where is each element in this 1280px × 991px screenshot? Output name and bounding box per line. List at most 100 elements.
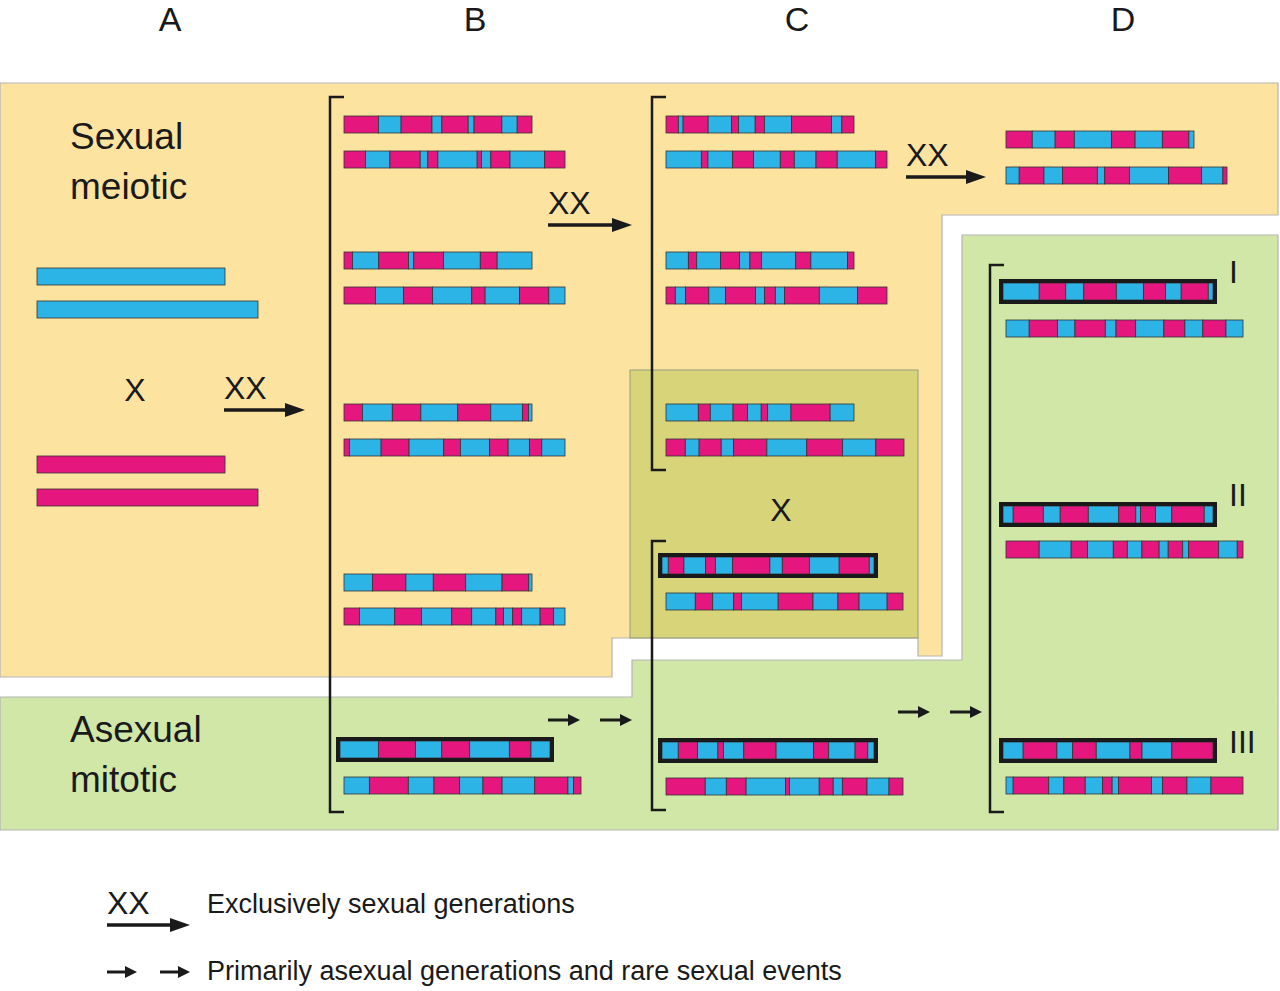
chromosome-segment — [369, 777, 408, 794]
chromosome-segment — [1208, 283, 1213, 300]
chromosome-segment — [1116, 283, 1143, 300]
chromosome-segment — [472, 608, 496, 625]
chromosome-segment — [1013, 506, 1043, 523]
chromosome-segment — [344, 439, 349, 456]
chromosome-segment — [811, 252, 848, 269]
chromosome-segment — [540, 608, 554, 625]
chromosome-segment — [744, 742, 776, 759]
chromosome-segment — [867, 778, 889, 795]
lineage-number: III — [1229, 726, 1256, 758]
chromosome-segment — [662, 742, 678, 759]
chromosome-segment — [491, 151, 510, 168]
chromosome-segment — [1055, 131, 1074, 148]
chromosome-segment — [1013, 777, 1049, 794]
chromosome-segment — [37, 268, 225, 285]
column-letter: A — [159, 2, 182, 36]
chromosome-segment — [531, 741, 550, 758]
chromosome-segment — [502, 116, 517, 133]
chromosome-segment — [381, 439, 409, 456]
chromosome-segment — [403, 287, 432, 304]
chromosome-segment — [1142, 742, 1172, 759]
chromosome-segment — [764, 116, 791, 133]
sexual-arrow — [224, 408, 287, 412]
chromosome — [344, 404, 532, 421]
chromosome-segment — [705, 557, 715, 574]
chromosome-segment — [761, 252, 795, 269]
chromosome-segment — [1006, 320, 1029, 337]
chromosome — [1006, 777, 1243, 794]
chromosome-segment — [1129, 167, 1168, 184]
chromosome-segment — [688, 252, 696, 269]
sexual-arrow — [548, 223, 614, 227]
chromosome-segment — [733, 557, 770, 574]
generation-mark: XX — [906, 139, 949, 171]
chromosome-segment — [1130, 742, 1142, 759]
chromosome-outline — [1001, 281, 1215, 302]
chromosome-segment — [666, 252, 688, 269]
chromosome — [1006, 541, 1243, 558]
chromosome-segment — [523, 404, 529, 421]
chromosome-segment — [438, 151, 477, 168]
chromosome-segment — [442, 116, 468, 133]
chromosome-segment — [683, 116, 708, 133]
chromosome-segment — [756, 287, 765, 304]
chromosome-segment — [554, 608, 565, 625]
chromosome-segment — [1071, 541, 1087, 558]
chromosome — [37, 456, 225, 473]
chromosome-segment — [428, 151, 438, 168]
chromosome-segment — [1029, 320, 1057, 337]
chromosome-segment — [1049, 777, 1064, 794]
asexual-arrow — [950, 711, 972, 714]
chromosome-segment — [1135, 131, 1162, 148]
chromosome-segment — [794, 151, 816, 168]
chromosome-segment — [1203, 320, 1226, 337]
chromosome-segment — [1112, 777, 1118, 794]
chromosome-segment — [695, 593, 712, 610]
chromosome-segment — [1113, 541, 1127, 558]
chromosome-segment — [362, 404, 392, 421]
legend-text: Primarily asexual generations and rare s… — [207, 958, 842, 985]
chromosome-segment — [1006, 541, 1039, 558]
chromosome-segment — [344, 116, 378, 133]
chromosome-segment — [740, 252, 750, 269]
chromosome-segment — [868, 742, 874, 759]
chromosome-segment — [1166, 283, 1182, 300]
chromosome-segment — [726, 778, 746, 795]
chromosome-segment — [721, 439, 733, 456]
chromosome-segment — [842, 778, 867, 795]
chromosome-segment — [1006, 167, 1019, 184]
chromosome-segment — [732, 116, 739, 133]
chromosome-segment — [796, 252, 811, 269]
chromosome — [666, 116, 854, 133]
chromosome-segment — [444, 439, 461, 456]
chromosome — [666, 404, 854, 421]
chromosome — [344, 151, 565, 168]
chromosome-segment — [807, 439, 843, 456]
chromosome-segment — [748, 404, 762, 421]
chromosome-segment — [1136, 506, 1141, 523]
chromosome-segment — [684, 557, 706, 574]
chromosome-segment — [761, 404, 767, 421]
chromosome-segment — [513, 608, 522, 625]
chromosome — [344, 777, 581, 794]
chromosome-segment — [375, 287, 403, 304]
chromosome-segment — [344, 287, 375, 304]
chromosome-segment — [1039, 541, 1071, 558]
chromosome-segment — [542, 439, 565, 456]
chromosome — [666, 778, 903, 795]
chromosome-segment — [1039, 283, 1066, 300]
chromosome-segment — [675, 287, 685, 304]
chromosome-segment — [485, 287, 519, 304]
chromosome-segment — [1181, 283, 1208, 300]
chromosome-segment — [344, 151, 365, 168]
chromosome-segment — [482, 151, 491, 168]
chromosome-segment — [1169, 167, 1202, 184]
chromosome-segment — [545, 151, 565, 168]
chromosome-segment — [843, 439, 876, 456]
chromosome-segment — [666, 439, 685, 456]
chromosome-segment — [1237, 541, 1243, 558]
chromosome-segment — [819, 287, 857, 304]
chromosome-segment — [869, 557, 874, 574]
chromosome-segment — [1119, 506, 1136, 523]
chromosome-segment — [401, 116, 432, 133]
